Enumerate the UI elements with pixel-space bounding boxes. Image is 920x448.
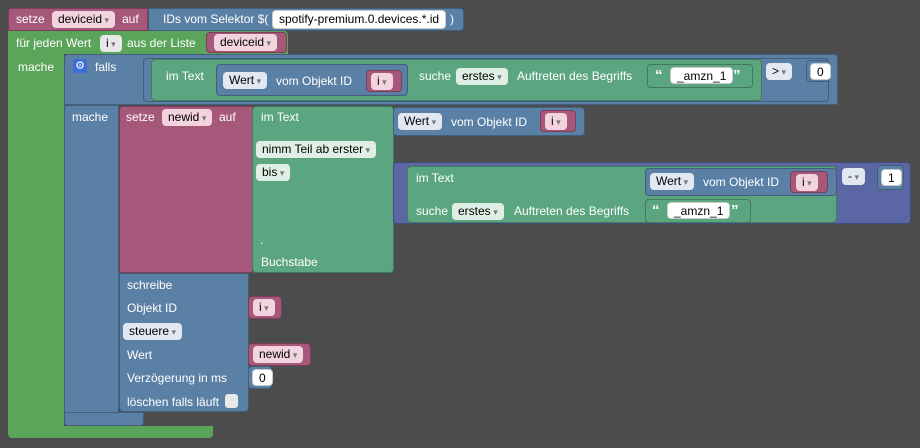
set-newid-label: setze xyxy=(126,110,155,124)
condition-number-input[interactable]: 0 xyxy=(810,63,831,80)
if-left-rail xyxy=(64,105,119,419)
inner-from-object-label: vom Objekt ID xyxy=(703,175,780,189)
set-newid-block[interactable] xyxy=(119,106,253,273)
condition-operator-dropdown[interactable]: > xyxy=(766,63,793,80)
list-variable-dropdown[interactable]: deviceid xyxy=(214,34,278,51)
condition-from-object-label: vom Objekt ID xyxy=(276,74,353,88)
write-block[interactable] xyxy=(119,273,249,412)
inner-occurrence-suffix-label: Auftreten des Begriffs xyxy=(514,204,630,218)
if-do-label: mache xyxy=(72,110,109,124)
condition-in-text-label: im Text xyxy=(166,69,204,83)
inner-open-quote-icon: “ xyxy=(652,202,660,219)
deviceid-variable-dropdown[interactable]: deviceid xyxy=(52,11,116,28)
condition-search-label: suche xyxy=(419,69,452,83)
if-label: falls xyxy=(95,60,117,74)
to-dropdown[interactable]: bis xyxy=(256,164,291,181)
object-id-label: Objekt ID xyxy=(127,301,178,315)
selector-input[interactable]: spotify-premium.0.devices.*.id xyxy=(272,10,447,29)
take-part-dropdown[interactable]: nimm Teil ab erster xyxy=(256,141,377,158)
condition-prop-dropdown[interactable]: Wert xyxy=(223,72,268,89)
substring-in-text-label: im Text xyxy=(261,110,299,124)
write-value-dropdown[interactable]: newid xyxy=(253,346,304,363)
for-each-do-label: mache xyxy=(18,60,55,74)
from-list-label: aus der Liste xyxy=(127,36,196,50)
write-mode-dropdown[interactable]: steuere xyxy=(123,323,183,340)
open-quote-icon: “ xyxy=(655,67,663,84)
clear-if-running-label: löschen falls läuft xyxy=(127,395,220,409)
inner-prop-dropdown[interactable]: Wert xyxy=(650,173,695,190)
selector-prefix-label: IDs vom Selektor $( xyxy=(163,12,269,26)
dot-label: . xyxy=(260,233,264,247)
loop-variable-dropdown[interactable]: i xyxy=(100,35,122,52)
condition-id-dropdown[interactable]: i xyxy=(371,73,393,90)
inner-search-label: suche xyxy=(416,204,449,218)
delay-label: Verzögerung in ms xyxy=(127,371,228,385)
for-each-footer xyxy=(8,426,213,438)
newid-variable-dropdown[interactable]: newid xyxy=(162,109,213,126)
inner-close-quote-icon: ” xyxy=(731,202,739,219)
set-on-label: auf xyxy=(122,12,139,26)
condition-occurrence-suffix-label: Auftreten des Begriffs xyxy=(517,69,633,83)
condition-occurrence-dropdown[interactable]: erstes xyxy=(456,68,508,85)
write-id-dropdown[interactable]: i xyxy=(253,299,275,316)
substring-block[interactable] xyxy=(252,106,394,273)
substring-prop-dropdown[interactable]: Wert xyxy=(398,113,443,130)
substring-from-object-label: vom Objekt ID xyxy=(451,115,528,129)
if-footer xyxy=(64,412,144,426)
write-value-label: Wert xyxy=(127,348,153,362)
letter-label: Buchstabe xyxy=(261,255,318,269)
set-label: setze xyxy=(16,12,45,26)
for-each-left-rail xyxy=(8,54,64,426)
close-quote-icon: ” xyxy=(733,67,741,84)
arithmetic-number-input[interactable]: 1 xyxy=(881,169,902,186)
for-each-label: für jeden Wert xyxy=(16,36,92,50)
arithmetic-operator-dropdown[interactable]: - xyxy=(842,168,866,185)
set-newid-on-label: auf xyxy=(219,110,236,124)
gear-icon[interactable]: ⚙ xyxy=(73,59,87,73)
write-label: schreibe xyxy=(127,278,173,292)
delay-input[interactable]: 0 xyxy=(252,369,273,386)
inner-id-dropdown[interactable]: i xyxy=(796,174,818,191)
selector-suffix-label: ) xyxy=(450,12,454,26)
clear-if-running-checkbox[interactable] xyxy=(225,394,238,408)
condition-term-input[interactable]: _amzn_1 xyxy=(670,67,734,84)
inner-occurrence-dropdown[interactable]: erstes xyxy=(452,203,504,220)
inner-term-input[interactable]: _amzn_1 xyxy=(667,202,731,219)
substring-id-dropdown[interactable]: i xyxy=(545,113,567,130)
inner-in-text-label: im Text xyxy=(416,171,454,185)
